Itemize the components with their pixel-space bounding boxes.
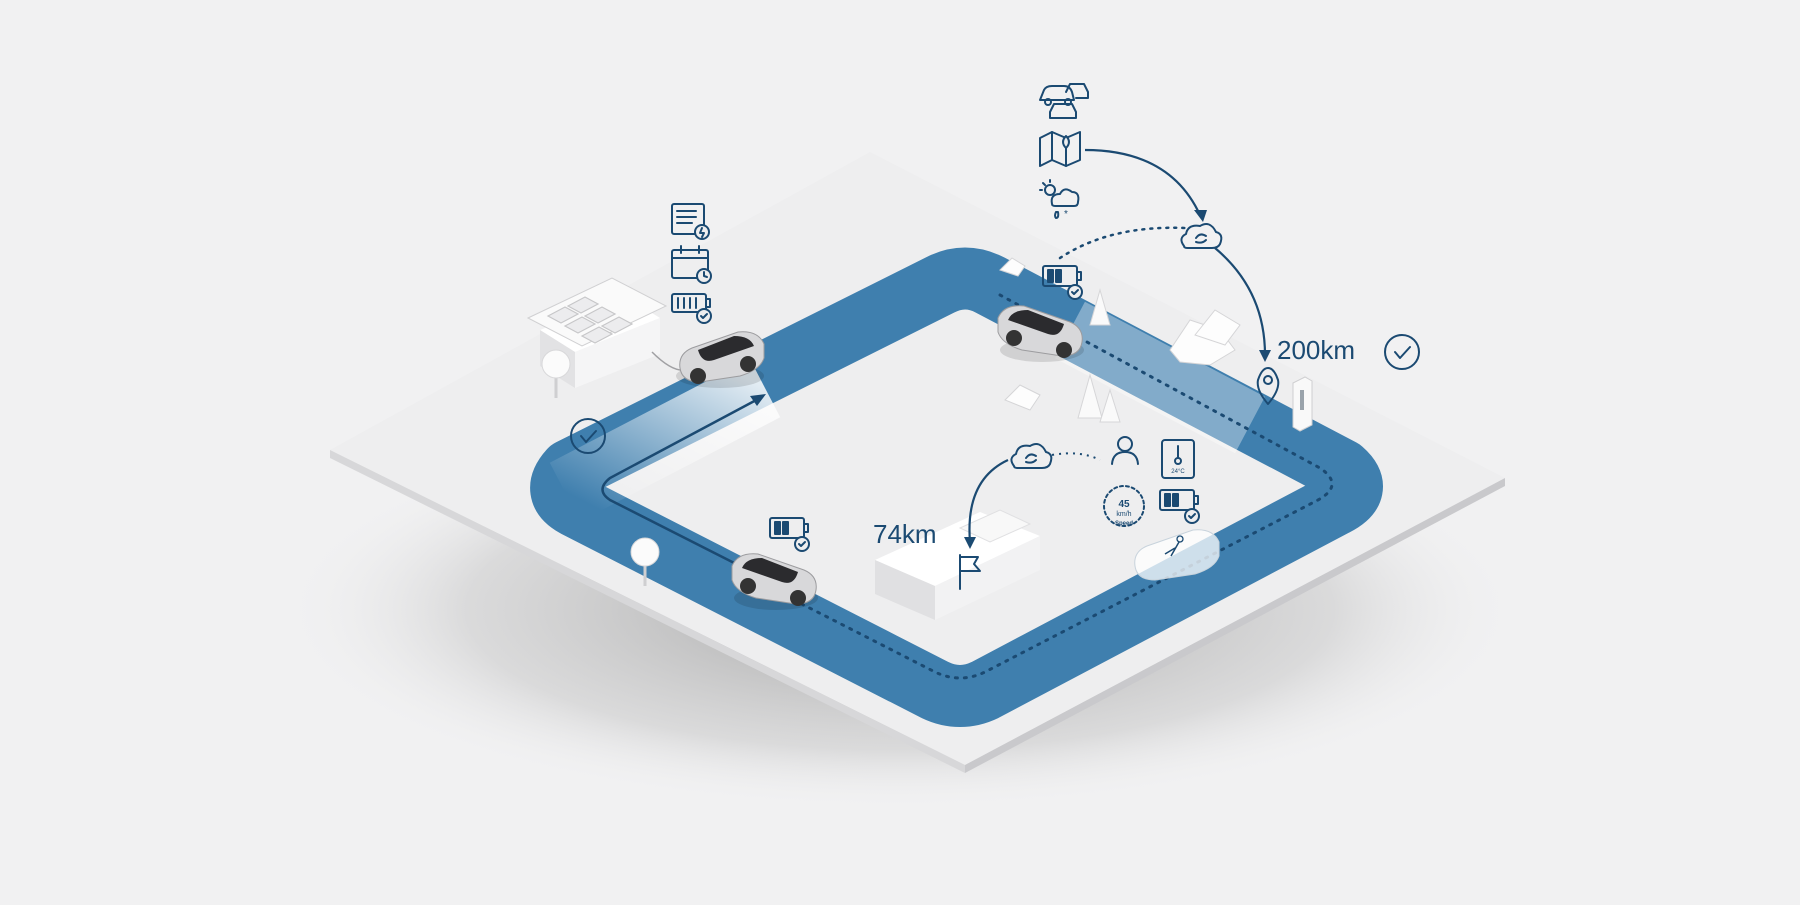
- temperature-value: 24°C: [1171, 469, 1185, 475]
- map-pin-icon: [1039, 131, 1081, 167]
- range-midpoint-label: 74km: [873, 519, 937, 549]
- tree: [541, 349, 571, 398]
- connector-map-to-cloud: [1084, 148, 1201, 216]
- car-at-home: [676, 331, 765, 388]
- tree: [630, 537, 660, 586]
- check-circle-icon: [1384, 334, 1420, 370]
- speed-unit: km/h: [1116, 511, 1131, 518]
- house-with-solar: [526, 277, 668, 388]
- weather-icon: *: [1039, 179, 1080, 220]
- connector-cloud-to-pin: [1214, 247, 1267, 356]
- traffic-cars-icon: [1039, 83, 1089, 119]
- cloud-sync-icon: [1180, 223, 1223, 249]
- cloud-sync-icon: [1010, 443, 1053, 469]
- road-loop: [530, 247, 1383, 727]
- driver-icon: [1111, 436, 1139, 465]
- speed-caption: Speed: [1115, 521, 1133, 527]
- car-translucent-driver: [1134, 529, 1220, 581]
- thermometer-icon: [1161, 439, 1195, 479]
- connector-dotted: [1058, 226, 1187, 260]
- battery-check-icon: [1159, 489, 1200, 524]
- rocks: [999, 257, 1241, 411]
- connector-cloud-to-flag: [968, 459, 1009, 543]
- battery-storage-icon: [671, 203, 710, 240]
- charging-station: [1292, 376, 1313, 432]
- car-top-road: [997, 305, 1084, 362]
- finish-flag-icon: [959, 554, 981, 590]
- battery-check-icon: [1042, 265, 1083, 300]
- speed-value: 45: [1118, 499, 1130, 510]
- battery-check-icon: [769, 517, 810, 552]
- calendar-clock-icon: [671, 245, 712, 284]
- battery-check-icon: [671, 293, 712, 324]
- location-pin-icon: [1256, 367, 1280, 405]
- check-circle-icon: [570, 418, 606, 454]
- car-bottom-road: [731, 553, 818, 610]
- speedometer-icon: [1103, 485, 1145, 527]
- central-building: [875, 509, 1040, 620]
- range-destination-label: 200km: [1277, 335, 1355, 365]
- svg-text:*: *: [1064, 209, 1068, 220]
- pine-trees: [1077, 288, 1121, 423]
